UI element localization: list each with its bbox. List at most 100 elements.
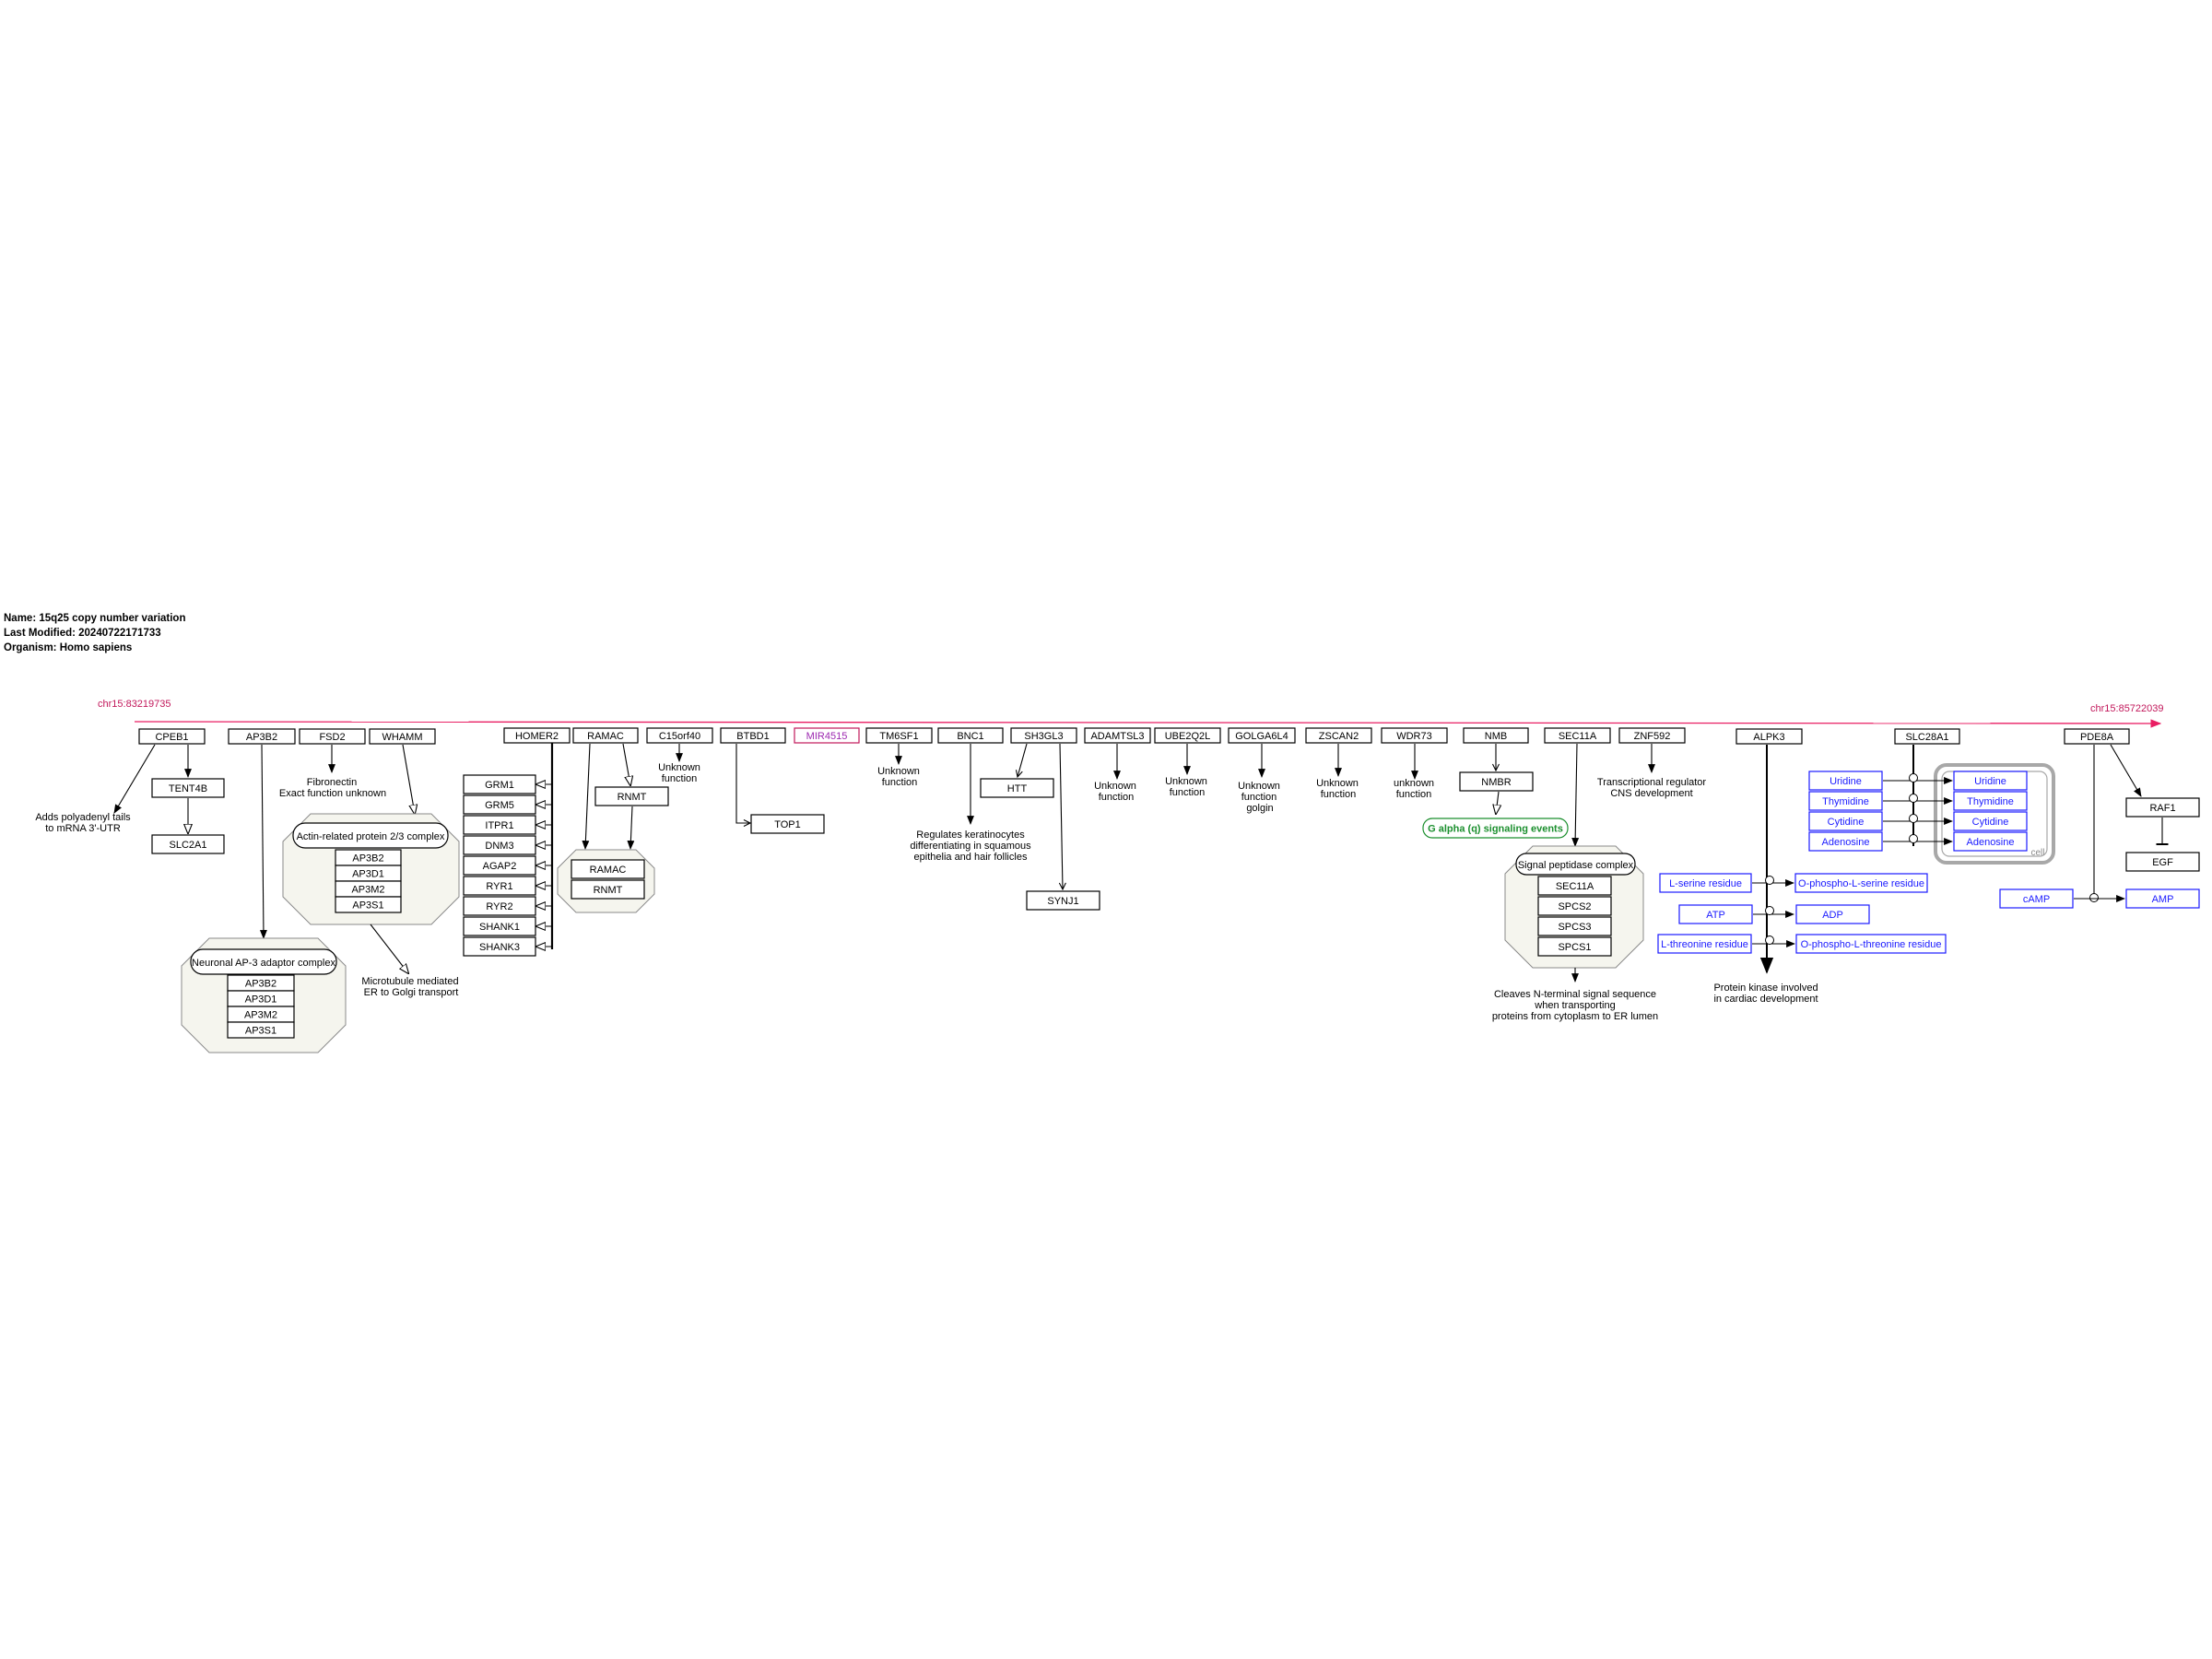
svg-text:TM6SF1: TM6SF1 <box>879 731 918 742</box>
gene-sh3gl3[interactable]: SH3GL3 <box>1010 727 1077 744</box>
gene-bnc1[interactable]: BNC1 <box>937 727 1004 744</box>
target-gene[interactable]: GRM1 <box>463 774 536 794</box>
note-fsd2-1: Fibronectin <box>307 777 357 788</box>
svg-text:SPCS2: SPCS2 <box>1558 901 1591 912</box>
gene-top1[interactable]: TOP1 <box>750 814 825 834</box>
gene-fsd2[interactable]: FSD2 <box>299 728 366 745</box>
complex-member[interactable]: AP3B2 <box>227 974 295 992</box>
metabolite-o-phospho-l-threonine[interactable]: O-phospho-L-threonine residue <box>1795 934 1947 954</box>
target-gene[interactable]: ITPR1 <box>463 815 536 835</box>
gene-slc2a1[interactable]: SLC2A1 <box>151 834 225 854</box>
metabolite-adenosine-in[interactable]: Adenosine <box>1953 831 2028 852</box>
gene-btbd1[interactable]: BTBD1 <box>720 727 786 744</box>
target-gene[interactable]: GRM5 <box>463 794 536 815</box>
svg-text:SEC11A: SEC11A <box>1559 731 1597 742</box>
svg-text:SLC28A1: SLC28A1 <box>1905 732 1948 743</box>
metabolite-thymidine-out[interactable]: Thymidine <box>1808 791 1883 811</box>
complex-member[interactable]: SEC11A <box>1537 876 1612 896</box>
svg-text:Adenosine: Adenosine <box>1822 837 1870 848</box>
complex-member[interactable]: SPCS2 <box>1537 896 1612 916</box>
complex-member[interactable]: AP3M2 <box>227 1006 295 1023</box>
gene-ap3b2[interactable]: AP3B2 <box>228 728 296 745</box>
pathway-gq-signaling[interactable]: G alpha (q) signaling events <box>1422 818 1569 839</box>
gene-raf1[interactable]: RAF1 <box>2125 797 2200 818</box>
gene-egf[interactable]: EGF <box>2125 852 2200 872</box>
svg-text:RNMT: RNMT <box>594 885 623 896</box>
mirna-mir4515[interactable]: MIR4515 <box>794 727 860 744</box>
complex-member[interactable]: RNMT <box>571 879 645 900</box>
note-tm6sf1-2: function <box>882 777 918 788</box>
gene-tent4b[interactable]: TENT4B <box>151 778 225 798</box>
gene-adamtsl3[interactable]: ADAMTSL3 <box>1084 727 1151 744</box>
metabolite-thymidine-in[interactable]: Thymidine <box>1953 791 2028 811</box>
metabolite-l-serine[interactable]: L-serine residue <box>1659 873 1752 893</box>
gene-nmb[interactable]: NMB <box>1463 727 1529 744</box>
complex-member[interactable]: AP3D1 <box>227 990 295 1007</box>
gene-slc28a1[interactable]: SLC28A1 <box>1894 728 1960 745</box>
target-gene[interactable]: SHANK1 <box>463 916 536 936</box>
complex-member[interactable]: AP3D1 <box>335 865 402 882</box>
gene-golga6l4[interactable]: GOLGA6L4 <box>1228 727 1296 744</box>
transport-adenosine: Adenosine Adenosine <box>1808 831 2028 852</box>
chromosome-track: chr15:83219735 chr15:85722039 <box>98 699 2164 728</box>
gene-sec11a[interactable]: SEC11A <box>1544 727 1611 744</box>
target-gene[interactable]: RYR1 <box>463 876 536 896</box>
metabolite-adp[interactable]: ADP <box>1795 904 1870 924</box>
metabolite-amp[interactable]: AMP <box>2125 888 2200 909</box>
svg-text:HTT: HTT <box>1007 783 1028 794</box>
svg-text:RAMAC: RAMAC <box>587 731 624 742</box>
note-znf592-2: CNS development <box>1610 788 1692 799</box>
svg-text:SLC2A1: SLC2A1 <box>170 840 207 851</box>
metabolite-camp[interactable]: cAMP <box>1999 888 2074 909</box>
note-zscan2-1: Unknown <box>1316 778 1359 789</box>
note-adamtsl3-2: function <box>1099 792 1135 803</box>
gene-ramac[interactable]: RAMAC <box>572 727 639 744</box>
metabolite-uridine-in[interactable]: Uridine <box>1953 771 2028 791</box>
svg-text:AP3S1: AP3S1 <box>245 1026 276 1037</box>
gene-synj1[interactable]: SYNJ1 <box>1026 890 1100 911</box>
complex-member[interactable]: AP3B2 <box>335 849 402 866</box>
gene-wdr73[interactable]: WDR73 <box>1381 727 1448 744</box>
gene-tm6sf1[interactable]: TM6SF1 <box>865 727 933 744</box>
gene-cpeb1[interactable]: CPEB1 <box>138 728 206 745</box>
metabolite-uridine-out[interactable]: Uridine <box>1808 771 1883 791</box>
target-gene[interactable]: AGAP2 <box>463 855 536 876</box>
note-zscan2-2: function <box>1321 789 1357 800</box>
gene-homer2[interactable]: HOMER2 <box>503 727 571 744</box>
transport-uridine: Uridine Uridine <box>1808 771 2028 791</box>
complex-member[interactable]: AP3M2 <box>335 880 402 898</box>
gene-znf592[interactable]: ZNF592 <box>1618 727 1686 744</box>
metabolite-cytidine-in[interactable]: Cytidine <box>1953 811 2028 831</box>
metabolite-adenosine-out[interactable]: Adenosine <box>1808 831 1883 852</box>
metabolite-l-threonine[interactable]: L-threonine residue <box>1657 934 1752 954</box>
gene-htt[interactable]: HTT <box>980 778 1054 798</box>
gene-alpk3[interactable]: ALPK3 <box>1735 728 1803 745</box>
svg-text:HOMER2: HOMER2 <box>515 731 559 742</box>
note-ube2q2l-2: function <box>1170 787 1206 798</box>
gene-c15orf40[interactable]: C15orf40 <box>646 727 713 744</box>
complex-member[interactable]: RAMAC <box>571 859 645 879</box>
complex-member[interactable]: AP3S1 <box>227 1021 295 1039</box>
svg-text:SH3GL3: SH3GL3 <box>1024 731 1063 742</box>
organism: Organism: Homo sapiens <box>4 642 132 653</box>
complex-member[interactable]: SPCS3 <box>1537 916 1612 936</box>
complex-member[interactable]: AP3S1 <box>335 896 402 913</box>
complex-member[interactable]: SPCS1 <box>1537 936 1612 957</box>
target-gene[interactable]: DNM3 <box>463 835 536 855</box>
gene-whamm[interactable]: WHAMM <box>369 728 436 745</box>
gene-ube2q2l[interactable]: UBE2Q2L <box>1154 727 1221 744</box>
transport-cytidine: Cytidine Cytidine <box>1808 811 2028 831</box>
gene-pde8a[interactable]: PDE8A <box>2064 728 2130 745</box>
metabolite-atp[interactable]: ATP <box>1678 904 1753 924</box>
note-ube2q2l-1: Unknown <box>1165 776 1207 787</box>
gene-zscan2[interactable]: ZSCAN2 <box>1305 727 1372 744</box>
gene-rnmt[interactable]: RNMT <box>594 786 669 806</box>
gene-nmbr[interactable]: NMBR <box>1459 771 1534 792</box>
target-gene[interactable]: RYR2 <box>463 896 536 916</box>
svg-text:RYR2: RYR2 <box>486 901 512 912</box>
metabolite-cytidine-out[interactable]: Cytidine <box>1808 811 1883 831</box>
svg-text:RNMT: RNMT <box>618 792 647 803</box>
metabolite-o-phospho-l-serine[interactable]: O-phospho-L-serine residue <box>1794 873 1928 893</box>
target-gene[interactable]: SHANK3 <box>463 936 536 957</box>
